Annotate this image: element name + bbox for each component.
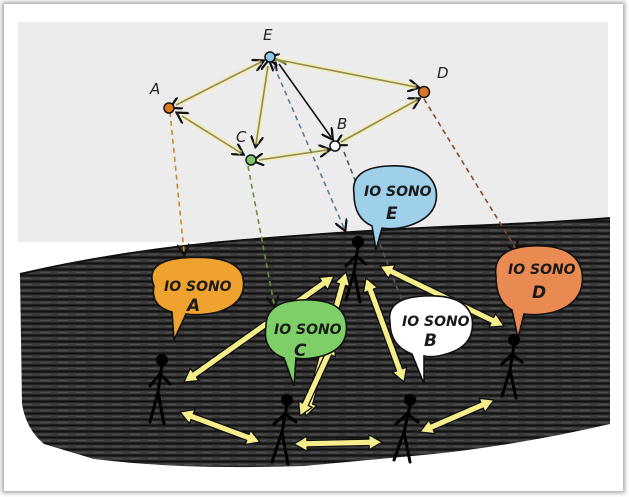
bubble-a: IO SONO A <box>151 256 245 341</box>
network-illustration: A E D C B IO SONO A IO SONO C IO SONO E … <box>18 22 611 468</box>
node-d <box>417 85 431 99</box>
bubble-c-letter: C <box>294 341 307 361</box>
bubble-b-text: IO SONO <box>402 314 470 330</box>
bubble-c-text: IO SONO <box>274 322 342 338</box>
node-label-a: A <box>149 80 160 98</box>
bubble-d-letter: D <box>532 283 546 303</box>
figure-e <box>344 236 368 304</box>
network-nodes <box>163 51 431 166</box>
figure-a <box>148 354 172 426</box>
node-e <box>264 51 276 63</box>
sky-background <box>18 22 608 242</box>
bubble-d: IO SONO D <box>494 245 584 339</box>
bubble-a-text: IO SONO <box>164 279 232 295</box>
figure-b <box>392 394 420 464</box>
node-label-b: B <box>337 115 347 133</box>
node-b <box>329 140 341 152</box>
bubble-c: IO SONO C <box>264 299 348 387</box>
node-label-d: D <box>437 64 449 82</box>
illustration-frame: A E D C B IO SONO A IO SONO C IO SONO E … <box>4 4 623 491</box>
bubble-d-text: IO SONO <box>508 262 576 278</box>
bubble-e: IO SONO E <box>352 165 438 251</box>
node-label-c: C <box>236 128 247 146</box>
figure-d <box>500 334 524 400</box>
bubble-a-letter: A <box>185 296 200 316</box>
node-a <box>163 102 175 114</box>
figure-c <box>270 394 298 466</box>
projection-lines <box>169 65 516 352</box>
figures <box>148 236 524 466</box>
bubble-e-letter: E <box>386 204 398 224</box>
node-label-e: E <box>263 26 273 44</box>
bubble-b: IO SONO B <box>388 295 474 385</box>
bubble-e-text: IO SONO <box>364 184 432 200</box>
node-c <box>245 154 257 166</box>
bubble-b-letter: B <box>424 331 437 351</box>
